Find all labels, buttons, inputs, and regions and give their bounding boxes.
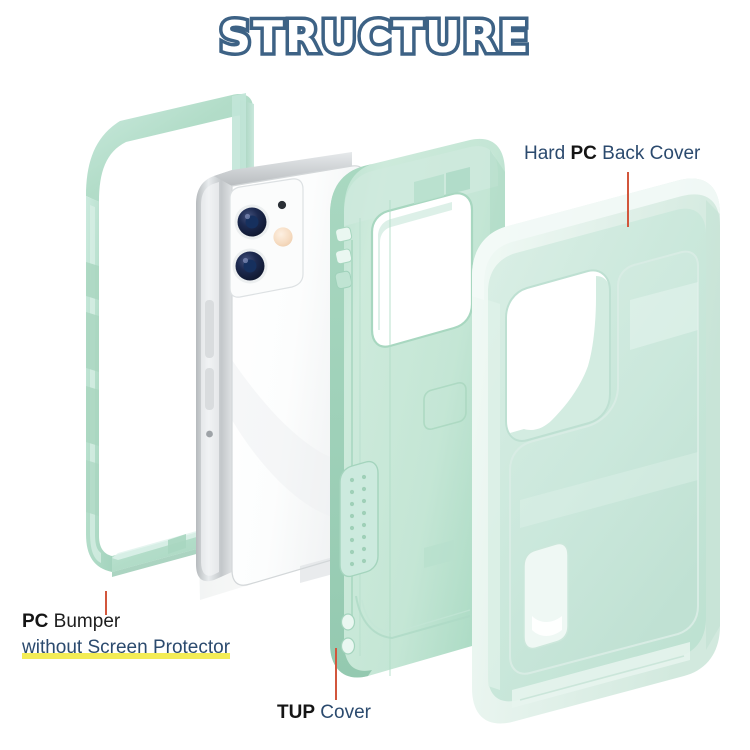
- leader-line-pc-bumper: [105, 591, 107, 615]
- pc-back-cover-artwork: [472, 178, 720, 724]
- callout-hard-pc-back-cover: Hard PC Back Cover: [524, 141, 700, 167]
- tpu-speaker-grille: [339, 460, 379, 578]
- callout-pc-bumper: PC Bumper without Screen Protector: [22, 609, 231, 661]
- callout-pc-bumper-suffix: Bumper: [48, 611, 121, 632]
- callout-hard-pc-keyword: PC: [570, 143, 597, 164]
- callout-hard-prefix: Hard: [524, 143, 571, 164]
- phone-camera-module: [229, 178, 304, 298]
- callout-tup-keyword: TUP: [277, 702, 315, 723]
- callout-pc-bumper-line2: without Screen Protector: [22, 635, 231, 661]
- tpu-cover-artwork: [330, 138, 505, 678]
- callout-hard-pc-text: Hard PC Back Cover: [524, 141, 700, 167]
- callout-pc-bumper-line1: PC Bumper: [22, 609, 230, 635]
- callout-without-screen-protector: without Screen Protector: [22, 637, 231, 659]
- leader-line-tup-cover: [335, 648, 337, 700]
- callout-tup-cover: TUP Cover: [277, 700, 371, 726]
- callout-hard-pc-suffix: Back Cover: [596, 143, 701, 164]
- callout-tup-suffix: Cover: [315, 702, 371, 723]
- leader-line-hard-pc-back-cover: [627, 172, 629, 227]
- callout-pc-bumper-keyword: PC: [22, 611, 49, 632]
- callout-tup-cover-text: TUP Cover: [277, 700, 371, 726]
